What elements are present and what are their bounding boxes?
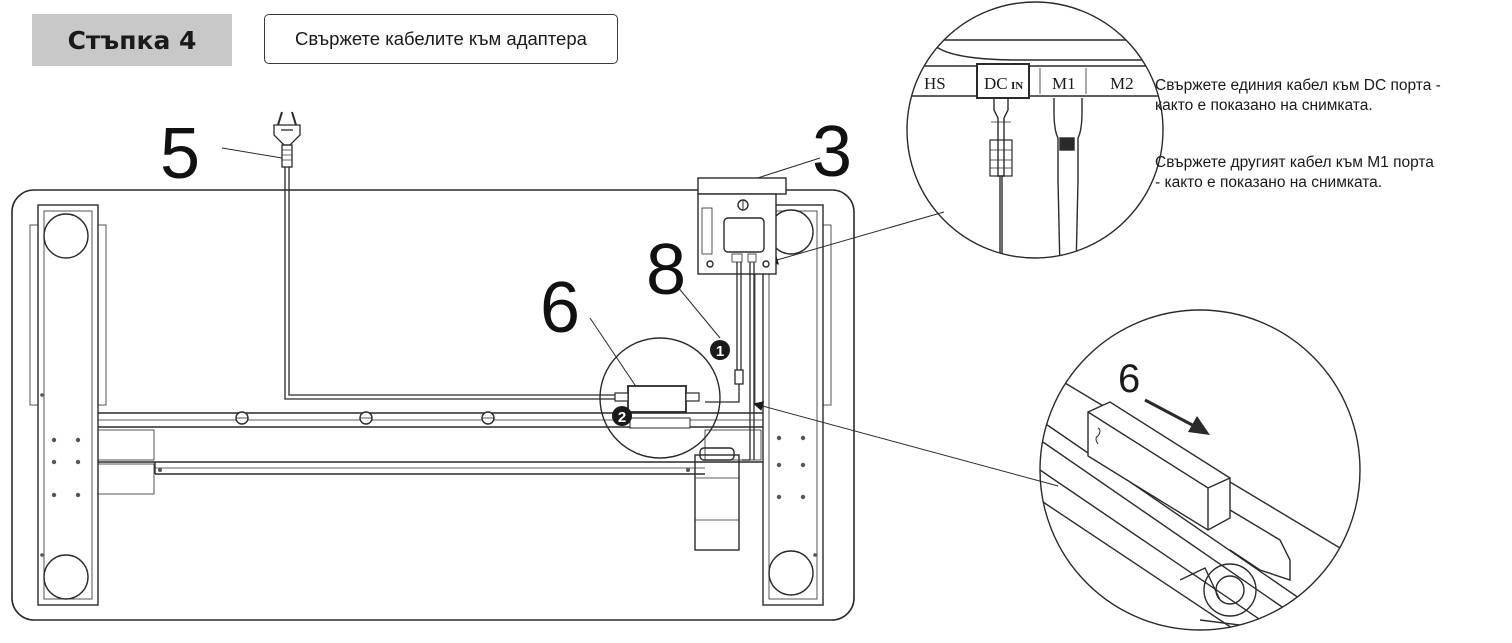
motor [694,447,740,551]
callout-power-cord: 5 [160,114,201,194]
adapter-zoom-circle [599,337,721,459]
marker-2: 2 [612,406,632,426]
adapter-slide-zoom: 6 [1039,309,1361,631]
instruction-m1-line1: Свържете другият кабел към M1 порта [1155,154,1434,171]
svg-text:DC: DC [984,74,1008,93]
instruction-dc: Свържете единия кабел към DC порта - как… [1155,76,1441,116]
instruction-m1-line2: - както е показано на снимката. [1155,174,1383,191]
svg-text:2: 2 [618,409,626,426]
instruction-dc-line2: както е показано на снимката. [1155,97,1373,114]
control-box [697,177,787,275]
callout-control-box: 3 [812,112,853,192]
callout-cable: 8 [646,230,687,310]
step-title: Свържете кабелите към адаптера [264,14,618,64]
callout-adapter: 6 [540,268,581,348]
svg-text:IN: IN [1011,80,1023,92]
instruction-dc-line1: Свържете единия кабел към DC порта - [1155,77,1441,94]
marker-1: 1 [710,340,730,360]
svg-text:6: 6 [1118,357,1140,401]
step-badge: Стъпка 4 [32,14,232,66]
instruction-m1: Свържете другият кабел към M1 порта - ка… [1155,153,1434,193]
left-leg [29,204,107,606]
ports-zoom: HS DC IN M1 M2 [906,1,1164,259]
power-cord [273,111,625,400]
svg-text:M2: M2 [1110,74,1134,93]
svg-text:M1: M1 [1052,74,1076,93]
svg-text:1: 1 [716,343,724,360]
leader-lines [221,147,1059,487]
svg-text:HS: HS [924,74,946,93]
adapter-cables [705,262,755,461]
